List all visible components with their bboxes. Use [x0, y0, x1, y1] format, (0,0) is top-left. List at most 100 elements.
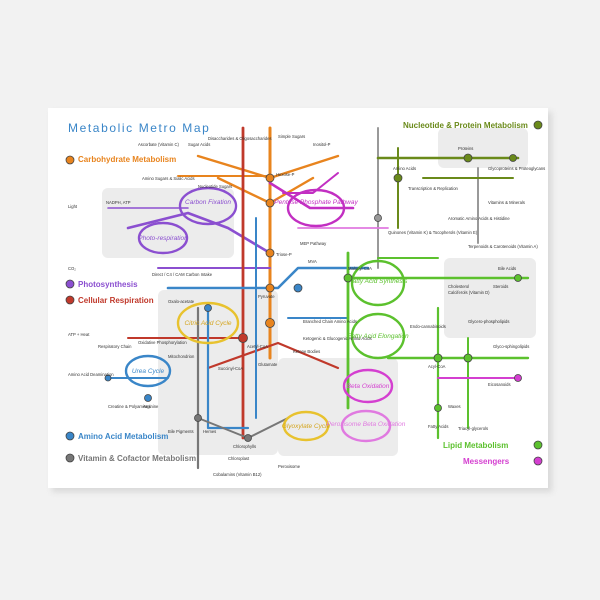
atp-heat-label: ATP + Heat: [68, 332, 90, 337]
endocannabinoids-label: Endo-cannabinoids: [410, 324, 446, 329]
ascorbate-label: Ascorbate (Vitamin C): [138, 142, 179, 147]
glycerophospholipids-label: Glycero-phospholipids: [468, 319, 509, 324]
legend-nucleotide: Nucleotide & Protein Metabolism: [403, 121, 528, 130]
malonyl-coa-station: [344, 274, 352, 282]
acyl-coa-station: [434, 354, 442, 362]
purple-station-icon: [66, 280, 74, 288]
legend-lipid: Lipid Metabolism: [443, 441, 508, 450]
triose-p-label: Triose-P: [276, 252, 292, 257]
malonyl-coa-label: Malonyl-CoA: [348, 266, 372, 271]
carbon-intake-label: Direct / C4 / CAM Carbon Intake: [152, 272, 213, 277]
quinones-station: [375, 215, 382, 222]
legend-respiration: Cellular Respiration: [78, 296, 154, 305]
green-station-icon: [534, 441, 542, 449]
photorespiration-label: Photo-respiration: [138, 235, 188, 242]
nucleotide-sugars-label: Nucleotide Sugars: [198, 184, 232, 189]
inositol-label: Inositol-P: [313, 142, 331, 147]
respiratory-chain-label: Respiratory Chain: [98, 344, 132, 349]
citric-acid-label: Citric Acid Cycle: [184, 320, 231, 327]
branched-label: Branched Chain Amino Acids: [303, 319, 357, 324]
metro-map-poster: Metabolic Metro Map: [48, 108, 548, 488]
arginine-label: Arginine: [143, 404, 159, 409]
aromatic-label: Aromatic Amino Acids & Histidine: [448, 216, 510, 221]
urea-cycle-label: Urea Cycle: [132, 368, 165, 375]
legend-amino: Amino Acid Metabolism: [78, 432, 168, 441]
map-title: Metabolic Metro Map: [68, 121, 210, 135]
vitamins-minerals-label: Vitamins & Minerals: [488, 200, 525, 205]
er-region: [444, 258, 536, 338]
heme-station: [195, 415, 202, 422]
sphingolipids-label: Glyco-sphingolipids: [493, 344, 529, 349]
co2-label: CO₂: [68, 266, 76, 271]
triacylglycerols-label: Triacyl-glycerols: [458, 426, 488, 431]
mep-pathway-label: MEP Pathway: [300, 241, 327, 246]
hexose-p-station: [266, 174, 274, 182]
triose-p-station: [266, 249, 274, 257]
terpenoids-label: Terpenoids & Carotenoids (Vitamin A): [468, 244, 538, 249]
carbon-fixation-label: Carbon Fixation: [185, 199, 231, 206]
simple-sugars-label: Simple Sugars: [278, 134, 305, 139]
glycerophospholipid-station: [464, 354, 472, 362]
ketogenic-label: Ketogenic & Glucogenic Amino Acids: [303, 336, 372, 341]
bile-acids-label: Bile Acids: [498, 266, 516, 271]
glyoxylate-label: Glyoxylate Cycle: [282, 423, 331, 430]
eicosanoids-label: Eicosanoids: [488, 382, 511, 387]
legend-messengers: Messengers: [463, 457, 510, 466]
aspartate-station: [205, 305, 212, 312]
nadph-atp-label: NADPH, ATP: [106, 200, 131, 205]
arginine-station: [145, 395, 152, 402]
red-station-icon: [66, 296, 74, 304]
mva-label: MVA: [308, 259, 317, 264]
amino-acids-label: Amino Acids: [393, 166, 416, 171]
olive-station-icon: [534, 121, 542, 129]
heme-label: Hemes: [203, 429, 216, 434]
waxes-label: Waxes: [448, 404, 461, 409]
glutamate-station: [294, 284, 302, 292]
ketone-bodies-label: Ketone Bodies: [293, 349, 320, 354]
metro-map-canvas: Metabolic Metro Map: [48, 108, 548, 488]
chloroplast-label: Chloroplast: [228, 456, 250, 461]
quinones-label: Quinones (Vitamin K) & Tocopherols (Vita…: [388, 230, 478, 235]
fatty-acid-synthesis-label: Fatty Acid Synthesis: [349, 278, 408, 285]
disaccharides-label: Disaccharides & Oligosaccharides: [208, 136, 272, 141]
glycoproteins-label: Glycoproteins & Proteoglycans: [488, 166, 545, 171]
proteins-station: [464, 154, 472, 162]
acetyl-coa-station: [239, 334, 248, 343]
pep-station: [266, 284, 274, 292]
amino-sugars-label: Amino Sugars & Sialic Acids: [142, 176, 195, 181]
pentose-phosphate-label: Pentose Phosphate Pathway: [274, 199, 358, 206]
cobalamins-label: Cobalamins (Vitamin B12): [213, 472, 262, 477]
magenta-station-icon: [534, 457, 542, 465]
bile-acid-station: [515, 275, 522, 282]
deamination-label: Amino Acid Deamination: [68, 372, 114, 377]
legend-vitamin: Vitamin & Cofactor Metabolism: [78, 454, 196, 463]
waxes-station: [435, 405, 442, 412]
legend-carbohydrate: Carbohydrate Metabolism: [78, 155, 176, 164]
legend-photosynthesis: Photosynthesis: [78, 280, 138, 289]
amino-acids-station: [394, 174, 402, 182]
acetyl-coa-label: Acetyl-CoA: [247, 344, 268, 349]
pyruvate-label: Pyruvate: [258, 294, 275, 299]
oxidative-phos-label: Oxidative Phosphorylation: [138, 340, 187, 345]
glycoprotein-station: [510, 155, 517, 162]
oxaloacetate-label: Oxalo-acetate: [168, 299, 195, 304]
glutamate-label: Glutamate: [258, 362, 278, 367]
light-label: Light: [68, 204, 78, 209]
steroids-label: Steroids: [493, 284, 508, 289]
cholesterol-label: Cholesterol: [448, 284, 469, 289]
succinyl-coa-label: Succinyl-CoA: [218, 366, 243, 371]
mitochondrion-label: Mitochondrion: [168, 354, 195, 359]
fructose-station: [266, 199, 274, 207]
chlorophyll-station: [245, 435, 252, 442]
chlorophylls-label: Chlorophylls: [233, 444, 256, 449]
transcription-label: Transcription & Replication: [408, 186, 459, 191]
golgi-region: [438, 128, 528, 168]
acyl-coa-label: Acyl-CoA: [428, 364, 446, 369]
pyruvate-station: [266, 319, 275, 328]
sugar-acids-label: Sugar Acids: [188, 142, 210, 147]
beta-oxidation-label: Beta Oxidation: [347, 383, 390, 390]
peroxisome-label: Peroxisome: [278, 464, 301, 469]
proteins-label: Proteins: [458, 146, 473, 151]
calciferols-label: Calciferols (Vitamin D): [448, 290, 490, 295]
